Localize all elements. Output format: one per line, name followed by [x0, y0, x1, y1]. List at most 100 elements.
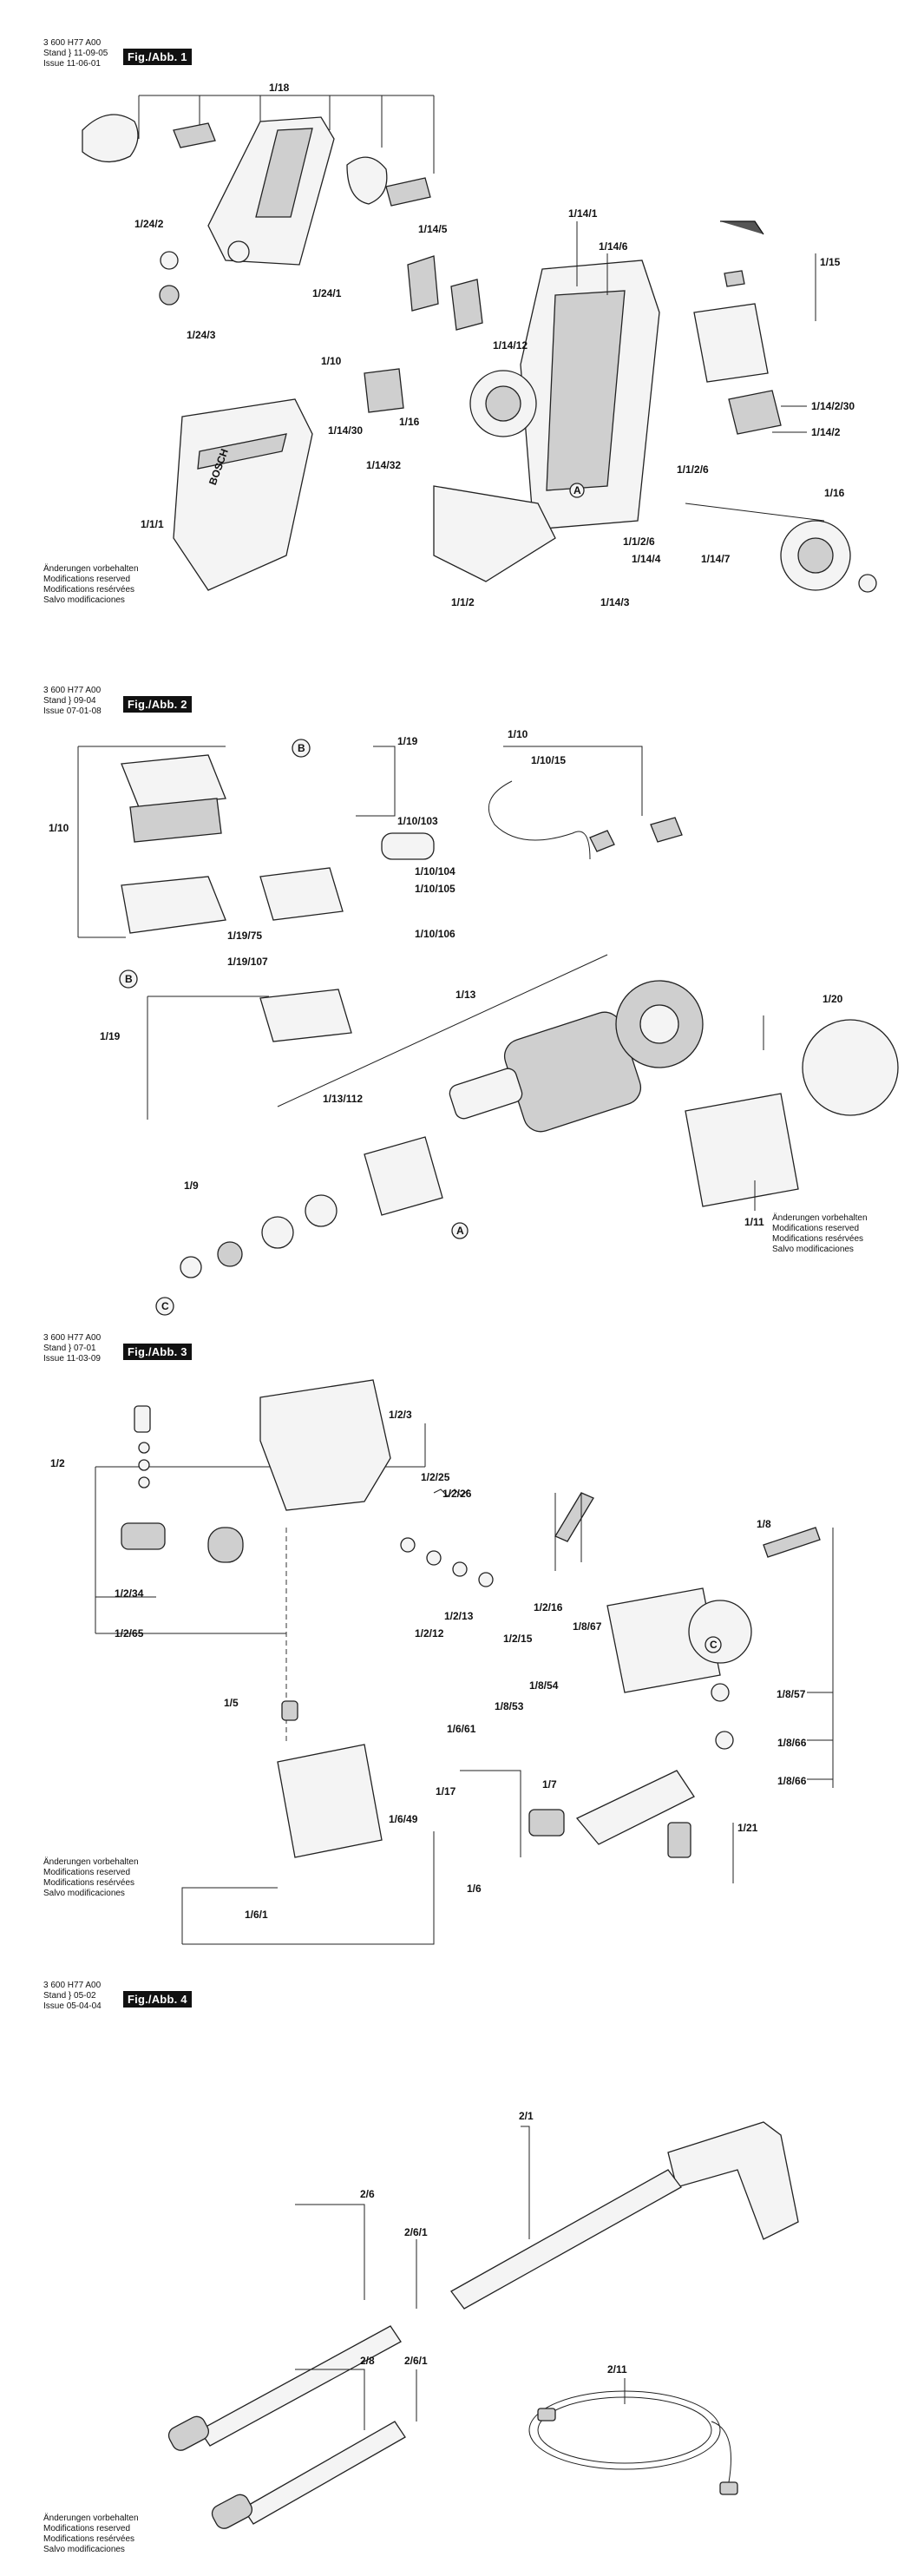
hex-key — [720, 220, 764, 235]
pump-flange — [364, 1136, 443, 1216]
label-1-14-6: 1/14/6 — [599, 240, 628, 253]
ref-circle-b1 — [292, 739, 311, 758]
switch-box-base — [121, 876, 226, 934]
axle-bracket — [728, 390, 782, 435]
knob-cap — [159, 285, 180, 306]
label-1-2-16: 1/2/16 — [534, 1601, 563, 1613]
ref-circle-b2 — [119, 969, 138, 989]
tank-cap — [724, 270, 745, 287]
label-1-2-13: 1/2/13 — [444, 1610, 474, 1622]
fig1-header: 3 600 H77 A00 Stand } 11-09-05 Issue 11-… — [43, 38, 108, 69]
label-2-8: 2/8 — [360, 2355, 375, 2367]
label-1-13: 1/13 — [456, 989, 476, 1001]
cable-strain-relief — [650, 817, 683, 843]
label-1-2-65: 1/2/65 — [115, 1627, 144, 1640]
seal-ring — [217, 1241, 243, 1267]
outlet-pipe — [575, 1770, 695, 1845]
label-1-19-107: 1/19/107 — [227, 956, 268, 968]
label-1-1-2-6-upper: 1/1/2/6 — [677, 463, 709, 476]
fig2-header: 3 600 H77 A00 Stand } 09-04 Issue 07-01-… — [43, 686, 102, 716]
fig3-header: 3 600 H77 A00 Stand } 07-01 Issue 11-03-… — [43, 1333, 102, 1364]
label-1-5: 1/5 — [224, 1697, 239, 1709]
valve-spring — [433, 1488, 469, 1497]
label-1-9: 1/9 — [184, 1180, 199, 1192]
housing-knob — [227, 240, 250, 263]
label-1-7: 1/7 — [542, 1778, 557, 1791]
label-1-8: 1/8 — [757, 1518, 771, 1530]
label-1-8-53: 1/8/53 — [495, 1700, 524, 1712]
fig4-header: 3 600 H77 A00 Stand } 05-02 Issue 05-04-… — [43, 1981, 102, 2011]
label-1-14-3: 1/14/3 — [600, 596, 630, 608]
label-1-6-61: 1/6/61 — [447, 1723, 476, 1735]
label-1-10-left: 1/10 — [49, 822, 69, 834]
label-2-1: 2/1 — [519, 2110, 534, 2122]
upper-housing-window — [255, 128, 313, 218]
label-1-6: 1/6 — [467, 1883, 482, 1895]
inlet-coupling — [121, 1522, 166, 1550]
document-number: 3 600 H77 A00 — [43, 38, 102, 48]
label-1-16-right: 1/16 — [824, 487, 845, 499]
label-1-10: 1/10 — [321, 355, 342, 367]
label-1-14-7: 1/14/7 — [701, 553, 731, 565]
front-cover — [173, 398, 313, 591]
stand-date: 11-09-05 — [74, 49, 108, 58]
label-1-2-25: 1/2/25 — [421, 1471, 450, 1483]
handle-cap-left — [82, 114, 139, 162]
figure-2-motor: B B — [49, 728, 899, 1316]
svg-text:B: B — [298, 742, 305, 754]
label-1-2-15: 1/2/15 — [503, 1633, 533, 1645]
label-1-13-112: 1/13/112 — [323, 1093, 363, 1105]
label-1-8-67: 1/8/67 — [573, 1620, 602, 1633]
terminal-block — [259, 989, 352, 1042]
label-1-1-2: 1/1/2 — [451, 596, 475, 608]
label-1-2-12: 1/2/12 — [415, 1627, 444, 1640]
knob-small — [160, 251, 179, 270]
label-2-11: 2/11 — [607, 2363, 627, 2376]
label-1-6-49: 1/6/49 — [389, 1813, 418, 1825]
svg-text:B: B — [125, 973, 133, 985]
label-1-19-75: 1/19/75 — [227, 930, 262, 942]
label-1-17: 1/17 — [436, 1785, 456, 1797]
bearing-2 — [261, 1216, 294, 1249]
label-1-14-4: 1/14/4 — [632, 553, 661, 565]
piston — [763, 1527, 821, 1558]
valve-housing — [259, 1379, 391, 1511]
ref-circle-c — [705, 1636, 722, 1653]
label-1-2-26: 1/2/26 — [442, 1488, 472, 1500]
figure-1-housing: BOSCH — [82, 82, 877, 608]
label-1-2-3: 1/2/3 — [389, 1409, 412, 1421]
switch-box-seal — [129, 798, 222, 843]
outlet-fitting — [667, 1822, 691, 1858]
switch-unit — [259, 867, 344, 921]
label-1-19-top: 1/19 — [397, 735, 418, 747]
svg-text:A: A — [456, 1225, 464, 1237]
nipple-fitting — [134, 1405, 151, 1433]
fig4-tag: Fig./Abb. 4 — [123, 1991, 192, 2008]
label-1-2: 1/2 — [50, 1457, 65, 1469]
cylinder-head — [606, 1587, 721, 1693]
power-cable — [488, 780, 591, 860]
figure-4-gun-lances: 2/1 2/6 2/6/1 2/8 2/6/1 2/11 — [167, 2110, 799, 2529]
motor-rotor — [449, 1068, 523, 1120]
lance-2-nozzle — [211, 2494, 253, 2529]
label-1-8-57: 1/8/57 — [777, 1688, 806, 1700]
lance-1-nozzle — [167, 2415, 210, 2451]
handle-clip — [173, 122, 216, 148]
label-1-14-1: 1/14/1 — [568, 207, 598, 220]
svg-text:C: C — [161, 1300, 169, 1312]
gun-barrel — [450, 2169, 682, 2310]
label-1-1-1: 1/1/1 — [141, 518, 164, 530]
head-gasket — [688, 1600, 752, 1664]
label-1-8-66-upper: 1/8/66 — [777, 1737, 807, 1749]
label-1-21: 1/21 — [737, 1822, 758, 1834]
label-1-14-12: 1/14/12 — [493, 339, 528, 352]
power-plug — [589, 830, 615, 852]
label-1-14-30: 1/14/30 — [328, 424, 363, 437]
fig3-tag: Fig./Abb. 3 — [123, 1344, 192, 1360]
fig1-tag: Fig./Abb. 1 — [123, 49, 192, 65]
handle-cap-right — [346, 156, 388, 205]
bracket-1 — [407, 255, 439, 312]
